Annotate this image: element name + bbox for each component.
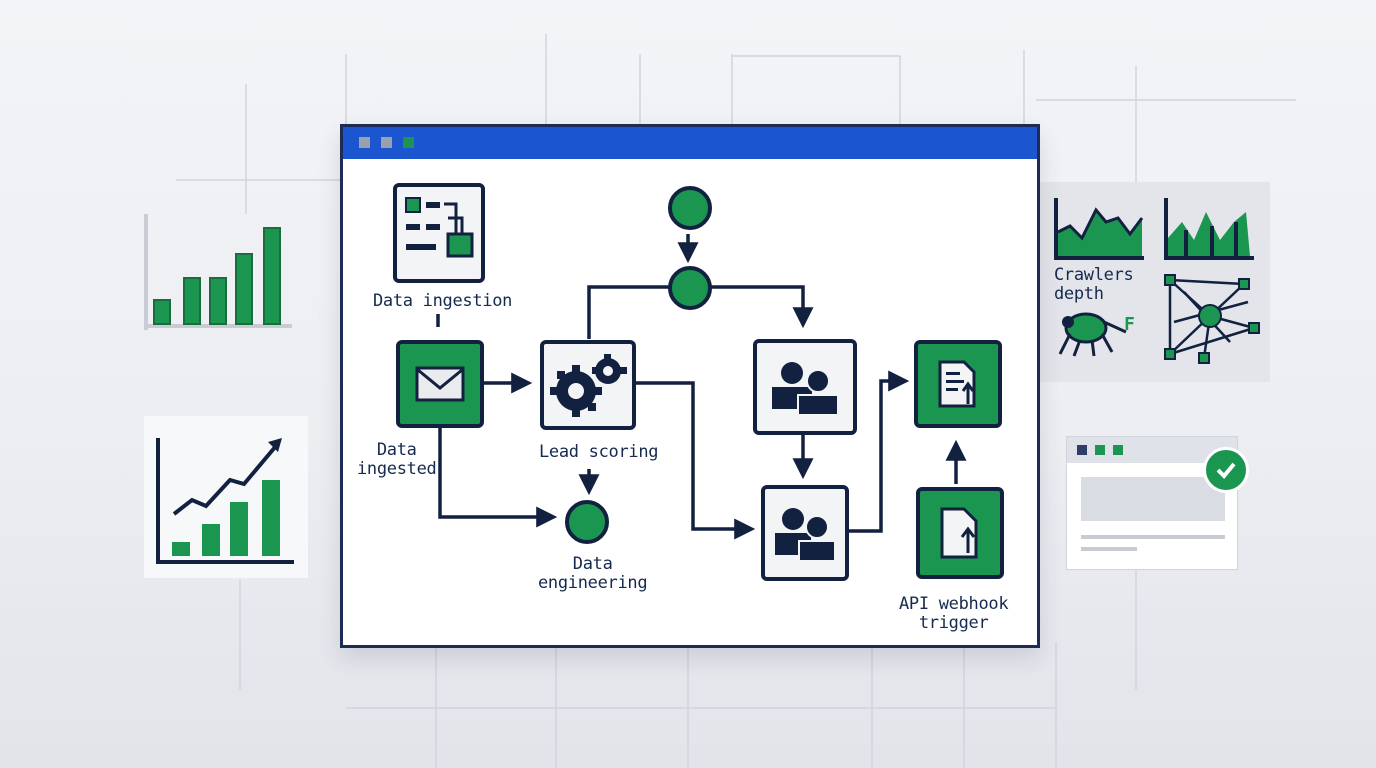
crawlers-label: Crawlers depth bbox=[1054, 265, 1134, 304]
data-ingestion-node[interactable] bbox=[393, 183, 485, 283]
api-webhook-trigger-label-line1: API webhook bbox=[899, 594, 1009, 614]
bar-chart-icon bbox=[144, 214, 292, 330]
api-webhook-trigger-node[interactable] bbox=[916, 487, 1004, 579]
api-webhook-trigger-label-line2: trigger bbox=[918, 613, 989, 633]
data-engineering-node[interactable] bbox=[565, 500, 609, 544]
gears-icon bbox=[550, 354, 627, 417]
svg-text:F: F bbox=[1124, 314, 1135, 335]
crawlers-label-line1: Crawlers bbox=[1054, 265, 1134, 285]
bar-area-chart-icon bbox=[1164, 198, 1254, 260]
data-ingested-label-line2: ingested bbox=[357, 459, 437, 479]
start-circle-node[interactable] bbox=[668, 186, 712, 230]
window-button-grey[interactable] bbox=[381, 137, 392, 148]
trend-chart-icon bbox=[156, 438, 294, 564]
mini-window-bar bbox=[1081, 477, 1225, 521]
window-button-grey[interactable] bbox=[359, 137, 370, 148]
window-button-green[interactable] bbox=[403, 137, 414, 148]
mini-window-button bbox=[1095, 445, 1105, 455]
data-engineering-label-line1: Data bbox=[572, 554, 613, 574]
crawlers-label-line2: depth bbox=[1054, 284, 1104, 304]
users-icon bbox=[775, 508, 836, 561]
data-engineering-label-line2: engineering bbox=[538, 573, 648, 593]
envelope-icon bbox=[415, 366, 465, 402]
users-node-top[interactable] bbox=[753, 339, 857, 435]
data-ingestion-label: Data ingestion bbox=[373, 291, 513, 311]
mini-window-button bbox=[1113, 445, 1123, 455]
workflow-window: Data ingestion Data ingested bbox=[340, 124, 1040, 648]
document-upload-node[interactable] bbox=[914, 340, 1002, 428]
lead-scoring-label: Lead scoring bbox=[539, 442, 659, 462]
data-ingested-node[interactable] bbox=[396, 340, 484, 428]
crawlers-panel-graphics: F bbox=[1054, 198, 1260, 364]
data-engineering-label: Data engineering bbox=[538, 554, 648, 593]
data-ingested-label-line1: Data bbox=[376, 440, 417, 460]
bar-chart-card bbox=[144, 214, 292, 330]
window-titlebar bbox=[343, 127, 1037, 159]
lead-scoring-node[interactable] bbox=[540, 340, 636, 430]
document-upload-icon bbox=[938, 360, 976, 408]
file-upload-icon bbox=[940, 507, 978, 559]
data-table-icon bbox=[405, 197, 474, 258]
mini-window-line bbox=[1081, 547, 1137, 551]
workflow-canvas: Data ingestion Data ingested bbox=[343, 159, 1037, 645]
mini-window-widget bbox=[1066, 436, 1249, 570]
split-circle-node[interactable] bbox=[668, 266, 712, 310]
mini-window-line bbox=[1081, 535, 1225, 539]
workflow-connectors bbox=[436, 234, 967, 540]
mini-window-button bbox=[1077, 445, 1087, 455]
area-chart-icon bbox=[1054, 198, 1144, 260]
spider-icon: F bbox=[1058, 312, 1135, 357]
users-icon bbox=[772, 362, 839, 415]
crawlers-panel: F Crawlers depth bbox=[1034, 182, 1270, 382]
users-node-bottom[interactable] bbox=[761, 485, 849, 581]
api-webhook-trigger-label: API webhook trigger bbox=[899, 594, 1009, 633]
check-badge-icon bbox=[1203, 447, 1249, 493]
data-ingested-label: Data ingested bbox=[357, 440, 437, 479]
trend-chart-card bbox=[144, 416, 308, 578]
